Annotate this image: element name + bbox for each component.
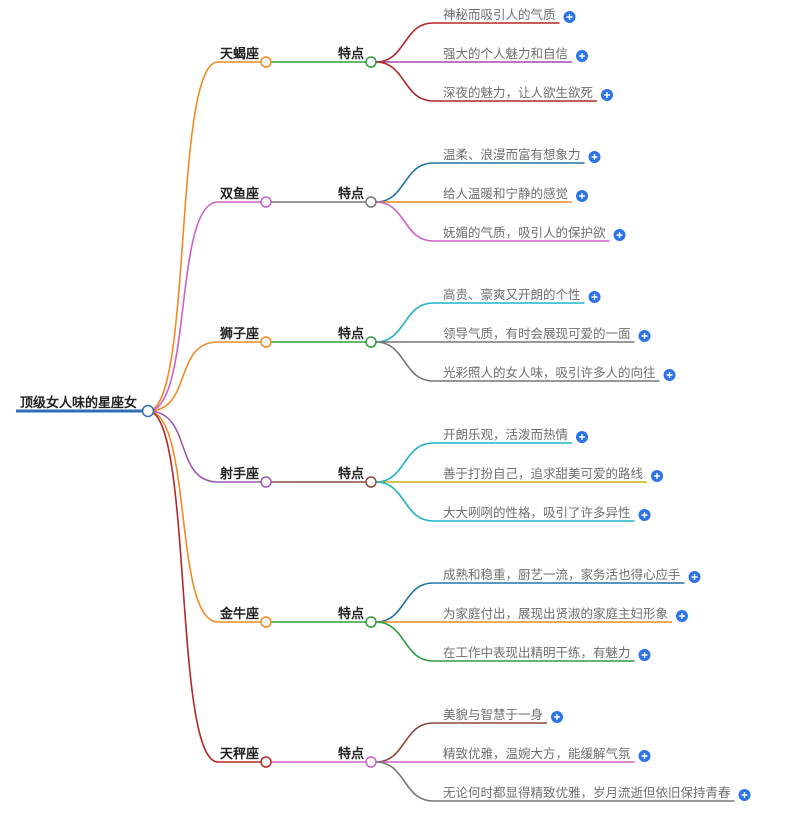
expand-plus-icon[interactable] (651, 470, 664, 482)
trait-group-collapse-icon[interactable] (365, 336, 377, 348)
expand-plus-icon[interactable] (613, 229, 626, 241)
trait-group-collapse-icon[interactable] (365, 476, 377, 488)
link-mid-to-trait (375, 302, 585, 343)
link-root-to-sign (147, 341, 261, 412)
sign-collapse-icon[interactable] (260, 476, 272, 488)
trait-text[interactable]: 妩媚的气质，吸引人的保护欲 (443, 225, 606, 240)
expand-plus-icon[interactable] (638, 330, 651, 342)
trait-text[interactable]: 大大咧咧的性格，吸引了许多异性 (443, 505, 631, 520)
link-mid-to-trait (375, 162, 585, 203)
sign-label[interactable]: 天蝎座 (220, 46, 259, 62)
expand-plus-icon[interactable] (588, 151, 601, 163)
trait-text[interactable]: 神秘而吸引人的气质 (443, 7, 556, 22)
sign-collapse-icon[interactable] (260, 616, 272, 628)
link-root-to-sign (147, 410, 261, 623)
expand-plus-icon[interactable] (663, 369, 676, 381)
trait-text[interactable]: 强大的个人魅力和自信 (443, 46, 568, 61)
trait-group-label[interactable]: 特点 (338, 466, 364, 482)
mindmap-nodes: 顶级女人味的星座女天蝎座特点神秘而吸引人的气质强大的个人魅力和自信深夜的魅力，让… (16, 7, 751, 801)
trait-text[interactable]: 无论何时都显得精致优雅，岁月流逝但依旧保持青春 (443, 785, 731, 800)
root-collapse-icon[interactable] (141, 404, 155, 418)
trait-text[interactable]: 成熟和稳重，厨艺一流，家务活也得心应手 (443, 567, 681, 582)
trait-group-collapse-icon[interactable] (365, 616, 377, 628)
trait-group-label[interactable]: 特点 (338, 46, 364, 62)
link-root-to-sign (147, 201, 261, 412)
trait-text[interactable]: 开朗乐观，活泼而热情 (443, 427, 568, 442)
link-mid-to-trait (375, 61, 598, 102)
link-mid-to-trait (375, 481, 635, 522)
trait-text[interactable]: 美貌与智慧于一身 (443, 707, 543, 722)
trait-text[interactable]: 高贵、豪爽又开朗的个性 (443, 287, 581, 302)
sign-collapse-icon[interactable] (260, 336, 272, 348)
trait-group-label[interactable]: 特点 (338, 326, 364, 342)
sign-label[interactable]: 射手座 (219, 466, 259, 482)
trait-text[interactable]: 深夜的魅力，让人欲生欲死 (443, 85, 593, 100)
expand-plus-icon[interactable] (563, 11, 576, 23)
expand-plus-icon[interactable] (551, 711, 564, 723)
expand-plus-icon[interactable] (576, 50, 589, 62)
sign-label[interactable]: 天秤座 (220, 746, 259, 762)
trait-group-label[interactable]: 特点 (338, 606, 364, 622)
expand-plus-icon[interactable] (688, 571, 701, 583)
link-mid-to-trait (375, 621, 635, 662)
sign-collapse-icon[interactable] (260, 756, 272, 768)
expand-plus-icon[interactable] (576, 190, 589, 202)
trait-text[interactable]: 给人温暖和宁静的感觉 (443, 186, 568, 201)
trait-text[interactable]: 精致优雅，温婉大方，能缓解气氛 (443, 746, 631, 761)
sign-collapse-icon[interactable] (260, 196, 272, 208)
expand-plus-icon[interactable] (588, 291, 601, 303)
root-label: 顶级女人味的星座女 (20, 395, 137, 411)
link-mid-to-trait (375, 341, 660, 382)
trait-group-label[interactable]: 特点 (338, 746, 364, 762)
mindmap-links (147, 22, 735, 802)
sign-label[interactable]: 狮子座 (219, 326, 259, 342)
sign-label[interactable]: 金牛座 (219, 606, 259, 622)
link-mid-to-trait (375, 722, 548, 763)
expand-plus-icon[interactable] (638, 750, 651, 762)
expand-plus-icon[interactable] (676, 610, 689, 622)
link-root-to-sign (147, 61, 261, 412)
expand-plus-icon[interactable] (638, 649, 651, 661)
trait-text[interactable]: 领导气质，有时会展现可爱的一面 (443, 326, 631, 341)
sign-collapse-icon[interactable] (260, 56, 272, 68)
expand-plus-icon[interactable] (576, 431, 589, 443)
trait-group-collapse-icon[interactable] (365, 196, 377, 208)
link-root-to-sign (147, 410, 261, 483)
trait-text[interactable]: 温柔、浪漫而富有想象力 (443, 147, 581, 162)
expand-plus-icon[interactable] (601, 89, 614, 101)
link-mid-to-trait (375, 22, 560, 63)
link-mid-to-trait (375, 582, 685, 623)
trait-group-collapse-icon[interactable] (365, 56, 377, 68)
trait-text[interactable]: 在工作中表现出精明干练，有魅力 (443, 645, 631, 660)
trait-text[interactable]: 善于打扮自己，追求甜美可爱的路线 (443, 466, 644, 481)
trait-group-collapse-icon[interactable] (365, 756, 377, 768)
trait-group-label[interactable]: 特点 (338, 186, 364, 202)
sign-label[interactable]: 双鱼座 (220, 186, 259, 202)
trait-text[interactable]: 为家庭付出，展现出贤淑的家庭主妇形象 (443, 606, 668, 621)
expand-plus-icon[interactable] (738, 789, 751, 801)
link-mid-to-trait (375, 201, 610, 242)
link-mid-to-trait (375, 442, 573, 483)
expand-plus-icon[interactable] (638, 509, 651, 521)
trait-text[interactable]: 光彩照人的女人味，吸引许多人的向往 (443, 365, 656, 380)
link-mid-to-trait (375, 761, 735, 802)
link-root-to-sign (147, 410, 261, 763)
